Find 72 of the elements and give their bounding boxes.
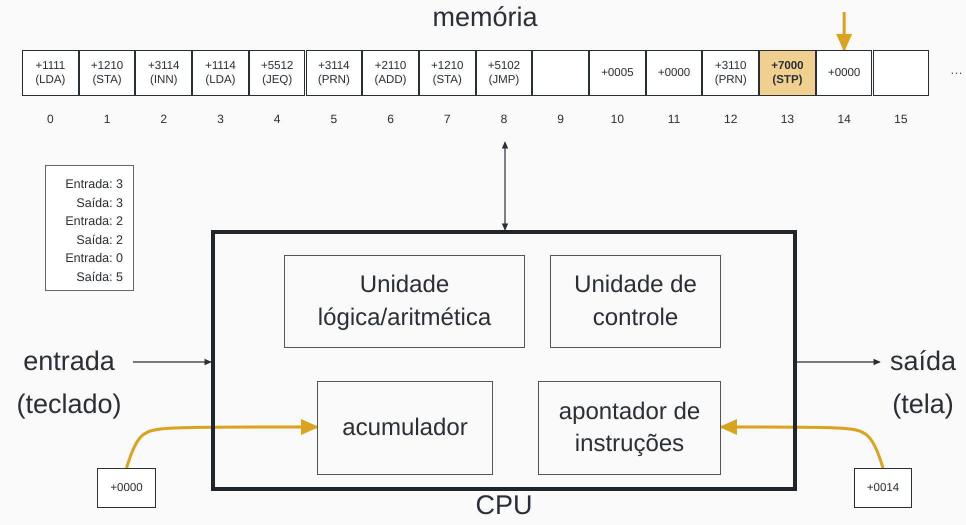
address-number: 11	[666, 112, 682, 126]
address-number: 8	[500, 112, 508, 126]
arrow	[719, 418, 884, 468]
cpu-unit-box	[538, 381, 721, 475]
register-box: +0014	[854, 468, 912, 508]
address-number: 13	[780, 112, 796, 126]
unit-label: apontador de instruções	[558, 396, 702, 459]
memory-cell	[759, 50, 816, 96]
output-log-box	[45, 165, 134, 291]
address-number: 15	[893, 112, 909, 126]
memory-cell	[135, 50, 192, 96]
cell-value: +1111 (LDA)	[34, 58, 66, 88]
memory-cell	[362, 50, 419, 96]
cell-value: +1210 (STA)	[430, 58, 464, 88]
cell-value: +3114 (INN)	[147, 58, 180, 88]
address-number: 5	[330, 112, 338, 126]
log-line: Entrada: 0	[64, 250, 123, 267]
log-line: Entrada: 3	[64, 176, 123, 193]
address-number: 14	[836, 112, 852, 126]
arrow	[133, 358, 212, 366]
address-number: 3	[216, 112, 225, 126]
memory-cell	[306, 50, 362, 96]
address-number: 12	[723, 112, 738, 126]
memory-cell	[78, 50, 136, 96]
address-number: 2	[159, 112, 168, 126]
register-box: +0000	[97, 468, 156, 508]
arrow	[797, 358, 881, 366]
address-number: 0	[46, 112, 55, 126]
cpu-unit-box	[317, 381, 493, 475]
io-label: entrada (teclado)	[5, 340, 133, 426]
memory-title: memória	[431, 2, 539, 33]
cell-value: +0005	[600, 66, 634, 80]
cell-value: +2110 (ADD)	[374, 58, 408, 88]
cell-value: +3110 (PRN)	[714, 58, 748, 88]
cell-value: +5102 (JMP)	[486, 58, 522, 88]
cell-value: +1114 (LDA)	[204, 58, 237, 88]
cell-value: +1210 (STA)	[90, 58, 124, 88]
address-number: 4	[272, 112, 282, 126]
log-line: Saída: 3	[75, 194, 123, 212]
log-line: Entrada: 2	[64, 213, 123, 230]
memory-cell	[702, 50, 760, 96]
ellipsis-mark: …	[950, 62, 963, 77]
memory-cell	[418, 50, 476, 96]
unit-label: acumulador	[341, 412, 469, 443]
memory-cell	[476, 50, 532, 96]
cell-value: +3114 (PRN)	[316, 58, 351, 88]
memory-cell	[192, 50, 249, 96]
address-number: 9	[556, 112, 565, 126]
log-line: Saída: 2	[75, 232, 123, 248]
io-label: saída (tela)	[880, 340, 966, 426]
address-number: 1	[102, 112, 112, 126]
cell-value: +0000	[656, 66, 692, 80]
address-number: 10	[610, 112, 626, 126]
memory-cell	[646, 50, 702, 96]
pointer-arrow	[836, 12, 852, 52]
cpu-label: CPU	[474, 490, 534, 521]
arrow	[125, 418, 319, 468]
memory-cell	[22, 50, 79, 96]
log-line: Saída: 5	[75, 268, 123, 286]
memory-cell	[816, 50, 872, 96]
address-number: 7	[442, 112, 452, 126]
address-number: 6	[386, 112, 395, 126]
cell-value: +5512 (JEQ)	[260, 58, 294, 88]
cpu-unit-box	[550, 255, 721, 348]
cpu-unit-box	[284, 255, 525, 348]
memory-cell	[248, 50, 306, 96]
cell-value: +0000	[826, 66, 862, 80]
arrow	[502, 141, 508, 231]
unit-label: Unidade lógica/aritmética	[316, 270, 492, 332]
memory-cell	[589, 50, 646, 96]
unit-label: Unidade de controle	[573, 270, 698, 332]
cell-value: +7000 (STP)	[770, 58, 805, 88]
